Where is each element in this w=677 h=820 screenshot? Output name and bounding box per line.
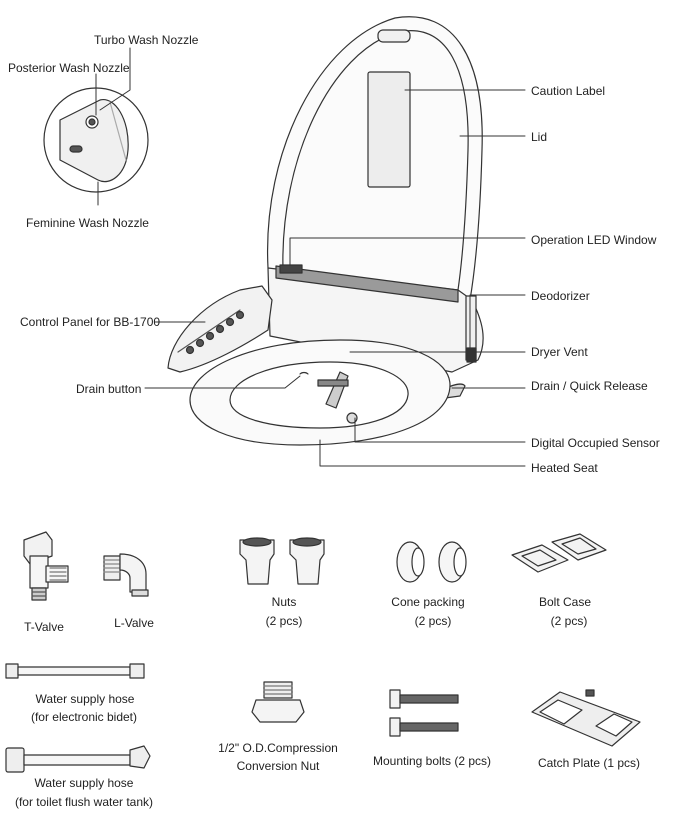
caption-catch-plate: Catch Plate (1 pcs) bbox=[537, 756, 641, 770]
caption-cone-packing-qty: (2 pcs) bbox=[414, 614, 452, 628]
t-valve-drawing bbox=[23, 531, 69, 601]
caption-nuts-qty: (2 pcs) bbox=[265, 614, 303, 628]
leader-lines bbox=[95, 47, 526, 467]
catch-plate-drawing bbox=[531, 689, 641, 747]
label-caution-label: Caution Label bbox=[531, 84, 606, 98]
caption-bolt-case: Bolt Case bbox=[538, 595, 592, 609]
label-posterior-wash-nozzle: Posterior Wash Nozzle bbox=[8, 61, 130, 75]
caption-nuts: Nuts bbox=[271, 595, 297, 609]
caption-mounting-bolts: Mounting bolts (2 pcs) bbox=[372, 754, 492, 768]
caption-hose-tank-sub: (for toilet flush water tank) bbox=[14, 795, 154, 809]
label-control-panel: Control Panel for BB-1700 bbox=[20, 315, 161, 329]
mounting-bolts-drawing bbox=[389, 689, 459, 737]
cone-packing-drawing bbox=[396, 541, 467, 583]
conversion-nut-drawing bbox=[251, 681, 305, 723]
label-drain-quick-release: Drain / Quick Release bbox=[531, 379, 648, 393]
caption-hose-bidet: Water supply hose bbox=[35, 692, 135, 706]
nuts-drawing bbox=[239, 537, 325, 585]
label-digital-occupied-sensor: Digital Occupied Sensor bbox=[531, 436, 660, 450]
bolt-case-drawing bbox=[511, 533, 607, 573]
label-operation-led-window: Operation LED Window bbox=[531, 233, 657, 247]
caption-conversion-nut-sub: Conversion Nut bbox=[236, 759, 320, 773]
caption-l-valve: L-Valve bbox=[114, 616, 154, 630]
label-dryer-vent: Dryer Vent bbox=[531, 345, 588, 359]
caption-t-valve: T-Valve bbox=[24, 620, 64, 634]
bidet-seat-drawing bbox=[167, 16, 484, 446]
caption-hose-tank: Water supply hose bbox=[34, 776, 134, 790]
label-drain-button: Drain button bbox=[76, 382, 142, 396]
hose-tank-drawing bbox=[5, 745, 151, 773]
caption-hose-bidet-sub: (for electronic bidet) bbox=[30, 710, 138, 724]
label-feminine-wash-nozzle: Feminine Wash Nozzle bbox=[26, 216, 149, 230]
caption-conversion-nut: 1/2" O.D.Compression bbox=[218, 741, 338, 755]
caption-cone-packing: Cone packing bbox=[391, 595, 465, 609]
label-deodorizer: Deodorizer bbox=[531, 289, 590, 303]
label-lid: Lid bbox=[531, 130, 548, 144]
label-turbo-wash-nozzle: Turbo Wash Nozzle bbox=[94, 33, 199, 47]
label-heated-seat: Heated Seat bbox=[531, 461, 598, 475]
hose-bidet-drawing bbox=[5, 663, 145, 679]
l-valve-drawing bbox=[103, 553, 149, 597]
caption-bolt-case-qty: (2 pcs) bbox=[550, 614, 588, 628]
nozzle-magnifier bbox=[43, 87, 149, 193]
